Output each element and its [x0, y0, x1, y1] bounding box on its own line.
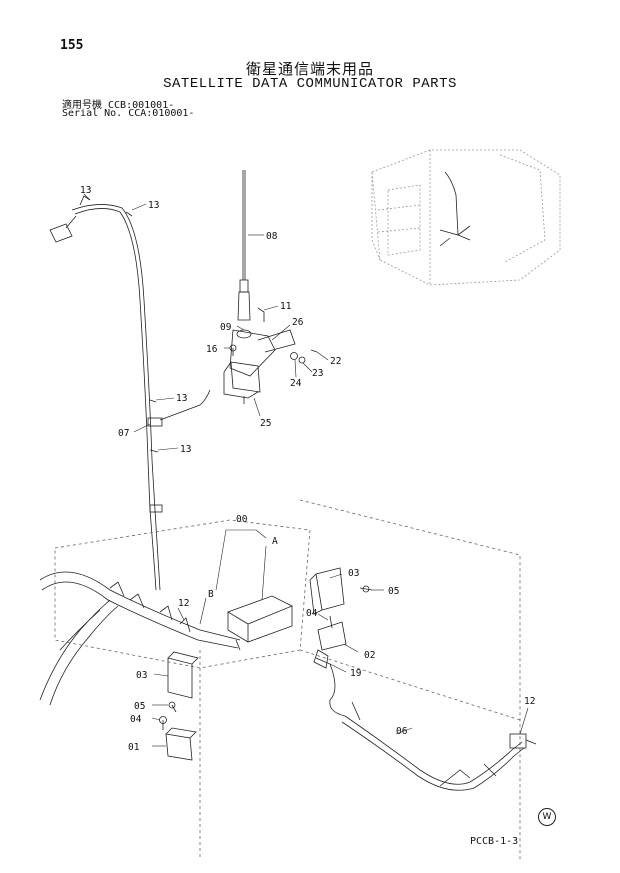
leader-lines — [83, 193, 529, 747]
antenna-08 — [237, 170, 251, 321]
callout-26: 26 — [292, 317, 304, 328]
callout-00: 00 — [236, 514, 248, 525]
callout-16: 16 — [206, 344, 218, 355]
main-harness — [39, 571, 241, 706]
callout-11: 11 — [280, 301, 292, 312]
callout-09: 09 — [220, 322, 232, 333]
antenna-cable-harness — [49, 195, 211, 591]
callout-05: 05 — [388, 586, 399, 597]
mount-bracket-26 — [229, 329, 296, 377]
callout-13: 13 — [180, 444, 191, 455]
inset-harness — [439, 171, 471, 247]
callout-12: 12 — [178, 598, 189, 609]
frame-plate-outline — [54, 499, 521, 860]
callout-19: 19 — [350, 668, 362, 679]
callout-04: 04 — [306, 608, 318, 619]
callout-13: 13 — [80, 185, 91, 196]
cable-19-06 — [313, 649, 537, 791]
callout-22: 22 — [330, 356, 341, 367]
callout-labels: 13 13 08 11 09 26 16 22 23 24 25 13 07 1… — [80, 185, 535, 753]
callout-08: 08 — [266, 231, 278, 242]
footer-page-code: PCCB-1-3 — [470, 836, 519, 847]
callout-03: 03 — [348, 568, 359, 579]
page-title-english: SATELLITE DATA COMMUNICATOR PARTS — [163, 76, 457, 92]
w-mark: W — [538, 808, 556, 826]
bracket-03-upper — [309, 567, 373, 651]
machine-inset-sketch — [371, 149, 561, 286]
callout-A: A — [272, 536, 278, 547]
page-number: 155 — [60, 38, 84, 53]
callout-03: 03 — [136, 670, 147, 681]
serial-number-line: Serial No. CCA:010001- — [62, 108, 195, 119]
callout-07: 07 — [118, 428, 129, 439]
callout-05: 05 — [134, 701, 145, 712]
callout-13: 13 — [148, 200, 159, 211]
page-title-japanese: 衛星通信端末用品 — [245, 60, 374, 78]
callout-06: 06 — [396, 726, 408, 737]
controller-box-A — [227, 595, 293, 651]
serial-applicable-line: 適用号機 CCB:001001- — [62, 100, 175, 111]
communicator-unit-25 — [223, 361, 261, 404]
hardware-bolts — [229, 307, 318, 364]
bracket-03-lower — [159, 651, 199, 761]
callout-04: 04 — [130, 714, 142, 725]
callout-13: 13 — [176, 393, 187, 404]
callout-B: B — [208, 589, 214, 600]
callout-23: 23 — [312, 368, 323, 379]
callout-24: 24 — [290, 378, 302, 389]
callout-12: 12 — [524, 696, 535, 707]
callout-02: 02 — [364, 650, 375, 661]
callout-01: 01 — [128, 742, 140, 753]
callout-25: 25 — [260, 418, 271, 429]
